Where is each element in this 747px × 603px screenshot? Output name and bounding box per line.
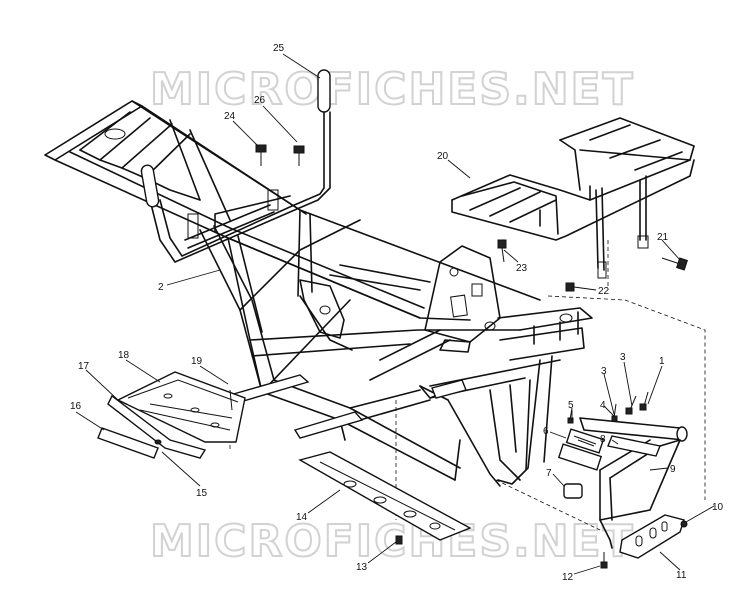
callout-labels: 25 26 24 20 23 21 22 2 18 17 19 16 15 14… [70, 43, 724, 583]
callout-26: 26 [254, 95, 266, 106]
callout-18: 18 [118, 350, 130, 361]
rear-rack [451, 117, 695, 279]
callout-6: 6 [543, 426, 549, 437]
callout-7: 7 [546, 468, 552, 479]
footrest-assembly [97, 371, 246, 459]
callout-9: 9 [670, 464, 676, 475]
bolt-26 [293, 145, 305, 166]
callout-22: 22 [598, 286, 610, 297]
screw-13 [395, 535, 403, 545]
callout-3-upper: 3 [620, 352, 626, 363]
callout-8: 8 [600, 434, 606, 445]
bolt-24 [255, 144, 267, 166]
callout-3-lower: 3 [601, 366, 607, 377]
callout-16: 16 [70, 401, 82, 412]
nut-22 [565, 282, 575, 292]
callout-15: 15 [196, 488, 208, 499]
callout-1: 1 [659, 356, 665, 367]
callout-12: 12 [562, 572, 574, 583]
callout-17: 17 [78, 361, 90, 372]
callout-13: 13 [356, 562, 368, 573]
callout-20: 20 [437, 151, 449, 162]
callout-19: 19 [191, 356, 203, 367]
callout-11: 11 [676, 570, 687, 581]
callout-14: 14 [296, 512, 308, 523]
bolt-23 [497, 239, 507, 263]
callout-24: 24 [224, 111, 236, 122]
bolt-21 [661, 257, 688, 271]
main-frame [44, 100, 706, 531]
callout-2: 2 [158, 282, 164, 293]
skid-plate [298, 451, 472, 541]
watermark-bottom: MICROFICHES.NET [150, 516, 635, 567]
front-bumper-assembly [557, 391, 688, 569]
callout-23: 23 [516, 263, 528, 274]
callout-21: 21 [657, 232, 669, 243]
leader-lines [75, 53, 715, 575]
grab-bar [140, 69, 331, 263]
callout-5: 5 [568, 400, 574, 411]
watermark-top: MICROFICHES.NET [150, 64, 635, 115]
callout-4: 4 [600, 400, 606, 411]
callout-25: 25 [273, 43, 285, 54]
callout-10: 10 [712, 502, 724, 513]
